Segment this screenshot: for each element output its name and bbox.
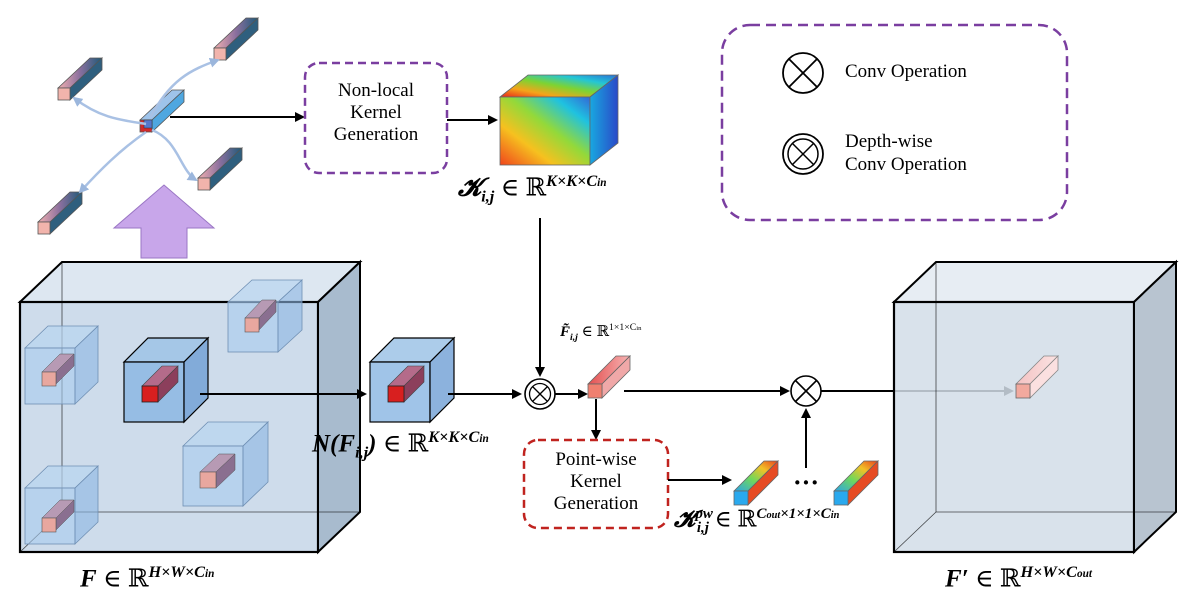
output-feature-cube (891, 259, 1179, 555)
depthwise-conv-icon (782, 133, 824, 175)
neighborhood-symbol: N(F (312, 430, 356, 458)
ellipsis: ··· (793, 468, 820, 497)
pw-kernel-exp-sub: out (766, 510, 781, 521)
nonlocal-connections (72, 57, 220, 194)
legend-dw-line1: Depth-wise (845, 131, 933, 152)
pointwise-line1: Point-wise (555, 449, 637, 470)
patch-cube-selected (122, 336, 210, 424)
input-label: F ∈ ℝH×W×Cin (80, 563, 214, 594)
up-arrow (112, 184, 216, 259)
ftilde-sup: 1×1×C (608, 322, 637, 333)
output-bar (1015, 355, 1059, 399)
kernel-sup-sub: in (597, 177, 607, 189)
patch-cube (226, 279, 304, 353)
ftilde-space: ∈ ℝ (581, 324, 609, 340)
pointwise-line2: Kernel (570, 470, 622, 492)
nonlocal-kernel-box (303, 61, 449, 175)
pointwise-line3: Generation (553, 492, 639, 514)
nonlocal-box-label: Non-local Kernel Generation (305, 80, 447, 146)
pw-kernel-space: ∈ ℝ (714, 506, 757, 532)
kernel-label: 𝓚i,j ∈ ℝK×K×Cin (458, 172, 607, 206)
pw-kernel-bar (833, 460, 879, 506)
kernel-sup: K×K×C (546, 172, 598, 190)
ftilde-sub: i,j (570, 332, 578, 343)
pw-kernel-sub: i,j (696, 520, 709, 537)
output-symbol: F′ (945, 565, 969, 593)
nonlocal-line3: Generation (333, 123, 419, 145)
input-space: ∈ ℝ (102, 565, 149, 593)
pointwise-box-label: Point-wise Kernel Generation (524, 449, 668, 515)
feature-bar-center (138, 89, 186, 133)
patch-cube (24, 465, 99, 545)
kernel-cube (498, 74, 620, 166)
feature-bar-bottom-left (36, 191, 84, 235)
kernel-symbol: 𝓚 (458, 174, 482, 202)
pw-kernel-label: 𝓚pwi,j ∈ ℝCout×1×1×Cin (674, 506, 839, 537)
legend-dw-label: Depth-wise Conv Operation (845, 131, 967, 177)
kernel-sub: i,j (481, 187, 495, 206)
neighborhood-cube (368, 336, 456, 424)
input-sup: H×W×C (148, 563, 205, 581)
pointwise-kernel-box (522, 438, 670, 530)
kernel-space: ∈ ℝ (500, 174, 547, 202)
legend-box (720, 23, 1069, 222)
patch-cube (182, 421, 269, 507)
conv-op-icon (782, 52, 824, 94)
neighborhood-space: ∈ ℝ (382, 430, 429, 458)
ftilde-symbol: F̃ (560, 324, 571, 340)
pw-kernel-bar (733, 460, 779, 506)
neighborhood-sup: K×K×C (428, 428, 480, 446)
feature-bar-top-left (56, 57, 104, 101)
legend-dw-line2: Conv Operation (845, 153, 967, 175)
input-symbol: F (80, 565, 97, 593)
patch-cube (24, 325, 99, 405)
output-sup: H×W×C (1020, 563, 1077, 581)
feature-bar-top-right (212, 17, 260, 61)
depthwise-conv-operator (524, 378, 556, 410)
neighborhood-sub: i,j (355, 443, 369, 462)
ftilde-sup-sub: in (636, 325, 642, 332)
pw-kernel-exp2-sub: in (830, 510, 840, 521)
output-sup-sub: out (1076, 568, 1092, 580)
pw-kernel-symbol: 𝓚 (674, 506, 696, 532)
neighborhood-close: ) (368, 430, 377, 458)
output-label: F′ ∈ ℝH×W×Cout (945, 563, 1092, 594)
output-space: ∈ ℝ (974, 565, 1021, 593)
neighborhood-label: N(Fi,j) ∈ ℝK×K×Cin (312, 428, 489, 462)
pw-kernel-exp: C (756, 506, 767, 522)
nonlocal-line2: Kernel (350, 101, 402, 123)
pw-kernel-exp2: ×1×1×C (780, 506, 831, 522)
input-sup-sub: in (204, 568, 215, 580)
conv-operator (790, 375, 822, 407)
legend-conv-label: Conv Operation (845, 61, 967, 82)
feature-bar-right (196, 147, 244, 191)
nonlocal-line1: Non-local (338, 80, 414, 101)
neighborhood-sup-sub: in (479, 433, 489, 445)
ftilde-bar (587, 355, 631, 399)
ftilde-label: F̃i,j ∈ ℝ1×1×Cin (560, 322, 641, 343)
